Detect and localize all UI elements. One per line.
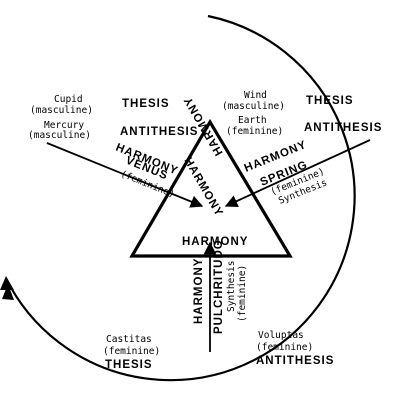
label-synthesis-bottom: Synthesis [226,261,237,312]
label-pulchritudo: PULCHRITUDO [213,239,225,334]
cycle-arrowhead-icon [0,276,14,290]
label-synthesis-bottom-gender: (feminine) [237,265,248,322]
cycle-arc [9,14,356,382]
label-earth-gender: (feminine) [226,126,283,137]
label-earth: Earth [238,115,267,126]
cycle-arrowhead-icon [2,284,14,300]
label-thesis-bl: THESIS [105,359,153,371]
label-thesis-tr: THESIS [306,95,354,107]
label-triangle-base: HARMONY [182,236,248,248]
right-arrow [224,139,371,208]
label-harmony-bottom: HARMONY [193,258,205,324]
label-wind: Wind [244,90,267,101]
label-cupid: Cupid [54,94,83,105]
label-triangle-left: HARMONY [181,156,225,220]
label-mercury-gender: (masculine) [28,130,91,141]
label-castitas-gender: (feminine) [103,346,160,357]
label-cupid-gender: (masculine) [30,105,93,116]
label-antithesis-tl: ANTITHESIS [120,126,198,138]
label-thesis-tl: THESIS [122,98,170,110]
label-wind-gender: (masculine) [222,101,285,112]
label-antithesis-tr: ANTITHESIS [304,122,382,134]
harmony-triangle [129,118,293,258]
label-mercury: Mercury [44,120,84,131]
label-voluptas: Voluptas [258,330,304,341]
label-castitas: Castitas [106,334,152,345]
label-voluptas-gender: (feminine) [256,342,313,353]
left-arrow [46,142,204,208]
label-antithesis-br: ANTITHESIS [256,355,334,367]
